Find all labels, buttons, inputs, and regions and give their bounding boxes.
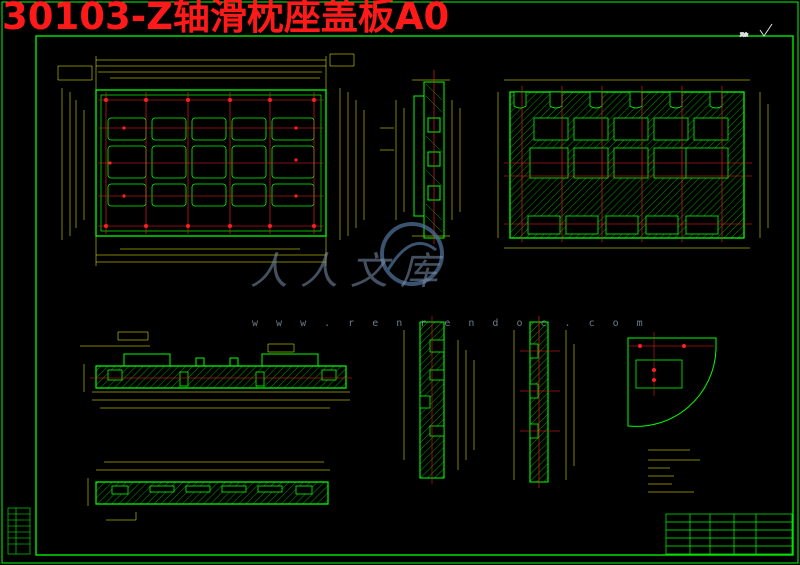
roughness-symbol-icon: 其余 bbox=[740, 23, 773, 38]
svg-text:其余: 其余 bbox=[740, 31, 748, 37]
plan-center-lines bbox=[98, 92, 324, 234]
technical-notes bbox=[648, 449, 700, 493]
detail-section-b bbox=[513, 316, 575, 488]
detail-arc-view bbox=[627, 332, 717, 427]
watermark-chinese-text: 人人文库 bbox=[250, 249, 451, 293]
revision-table bbox=[7, 507, 31, 555]
plan-outline bbox=[95, 89, 327, 237]
watermark-url-text: w w w . r e n r e n d o c . c o m bbox=[252, 318, 649, 329]
sheet-inner-border bbox=[35, 35, 794, 556]
plan-pockets bbox=[107, 117, 315, 207]
plan-hole-markers bbox=[104, 98, 316, 228]
plan-view-dimensions bbox=[57, 53, 365, 266]
plan-view bbox=[57, 53, 365, 266]
front-elevation-view bbox=[80, 331, 352, 409]
cross-section-view bbox=[497, 79, 769, 249]
detail-section-a bbox=[403, 316, 475, 484]
bottom-elevation-view bbox=[87, 461, 330, 521]
side-section-view bbox=[380, 70, 461, 244]
watermark-logo-icon bbox=[380, 222, 444, 286]
title-block bbox=[665, 513, 793, 555]
drawing-title: 30103-Z轴滑枕座盖板A0 bbox=[2, 0, 450, 38]
